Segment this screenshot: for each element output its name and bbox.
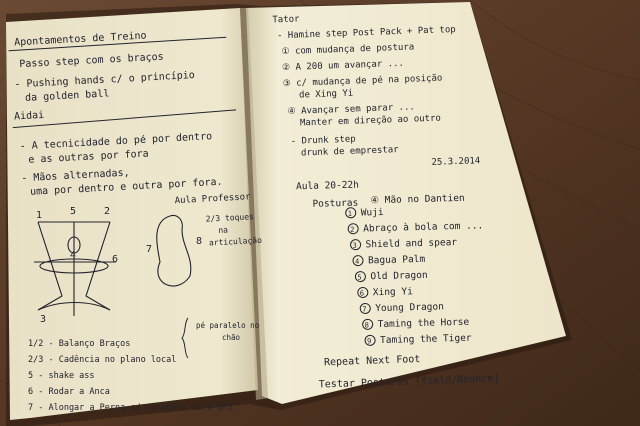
right-line: drunk de emprestar [301, 145, 399, 158]
posture-item: Taming the Tiger [380, 333, 472, 346]
left-line: articulação [209, 236, 263, 248]
posture-number-circle [352, 255, 364, 267]
posture-item: Xing Yi [373, 286, 414, 298]
posture-number-circle [347, 223, 359, 235]
figure-number: 1 [36, 210, 42, 221]
right-line: Manter em direção ao outro [300, 114, 441, 129]
posture-number: 2 [350, 226, 354, 234]
posture-item: Taming the Horse [378, 317, 470, 330]
posture-number: 1 [348, 210, 352, 218]
footer-line: Repeat Next Foot [324, 354, 421, 368]
right-line: ① com mudança de postura [281, 42, 414, 57]
posture-number: 9 [367, 337, 371, 345]
figure-number: 7 [146, 244, 152, 255]
right-line: Tator [272, 14, 300, 25]
posture-number-circle [357, 287, 369, 299]
figure-number: 6 [112, 254, 118, 265]
posture-number-circle [345, 207, 357, 219]
posture-number-circle [362, 318, 374, 330]
stance-diagram [34, 214, 192, 316]
posture-number-circle [364, 334, 376, 346]
posture-number: 5 [357, 274, 361, 282]
figure-number: 5 [70, 206, 76, 217]
right-line: de Xing Yi [299, 89, 354, 101]
posture-number: 6 [360, 289, 364, 297]
posture-number-circle [359, 302, 371, 314]
posture-number-circle [350, 239, 362, 251]
posture-item: Young Dragon [375, 301, 444, 314]
bracket-note: pé paralelo no [196, 321, 260, 330]
drill-list-item: 7 - Alongar a Perna c/ viragens de 6 BPJ… [28, 403, 238, 413]
gourd-shape [156, 214, 192, 287]
curly-bracket [181, 317, 189, 359]
drill-list-item: 5 - shake ass [28, 371, 95, 381]
drill-list-item: 2/3 - Cadência no plano local [28, 354, 176, 365]
figure-number: 8 [196, 236, 202, 247]
right-line: ④ Avançar sem parar ... [287, 102, 415, 116]
drill-list-item: 1/2 - Balanço Braços [28, 339, 130, 349]
right-line: ② A 200 um avançar ... [282, 59, 404, 73]
posture-number-circle [354, 271, 366, 283]
right-line: - Drunk step [291, 135, 356, 147]
posture-number: 4 [355, 258, 359, 266]
figure-number: 3 [40, 314, 46, 325]
posture-item: Abraço à bola com ... [363, 220, 483, 234]
left-line: Aidai [14, 110, 45, 123]
left-line: 2/3 toques [205, 212, 254, 224]
posture-item: Bagua Palm [368, 254, 426, 267]
posture-number: 3 [352, 242, 356, 250]
posture-number: 8 [365, 321, 369, 329]
figure-number: 2 [104, 206, 110, 217]
section-divider [12, 109, 237, 129]
left-line: na [218, 225, 228, 235]
bracket-note: chão [222, 333, 241, 342]
posture-item: Old Dragon [370, 270, 427, 282]
drill-list-item: 6 - Rodar a Anca [28, 387, 110, 397]
left-page [6, 8, 258, 420]
right-page [246, 2, 566, 404]
posture-number: 7 [362, 305, 366, 313]
title-underline [8, 36, 227, 52]
page-gutter [240, 8, 268, 400]
posture-item: Shield and spear [365, 237, 457, 250]
aula-label: Aula 20-22h [296, 180, 359, 193]
posturas-label: Posturas [312, 198, 358, 210]
posturas-extra: ④ Mão no Dantien [370, 193, 465, 206]
left-line: Aula Professor [174, 192, 251, 206]
entry-date: 25.3.2014 [431, 156, 480, 168]
figure-number: 4 [70, 250, 76, 261]
left-line: da golden ball [25, 88, 110, 103]
posture-item: Wuji [361, 207, 384, 219]
